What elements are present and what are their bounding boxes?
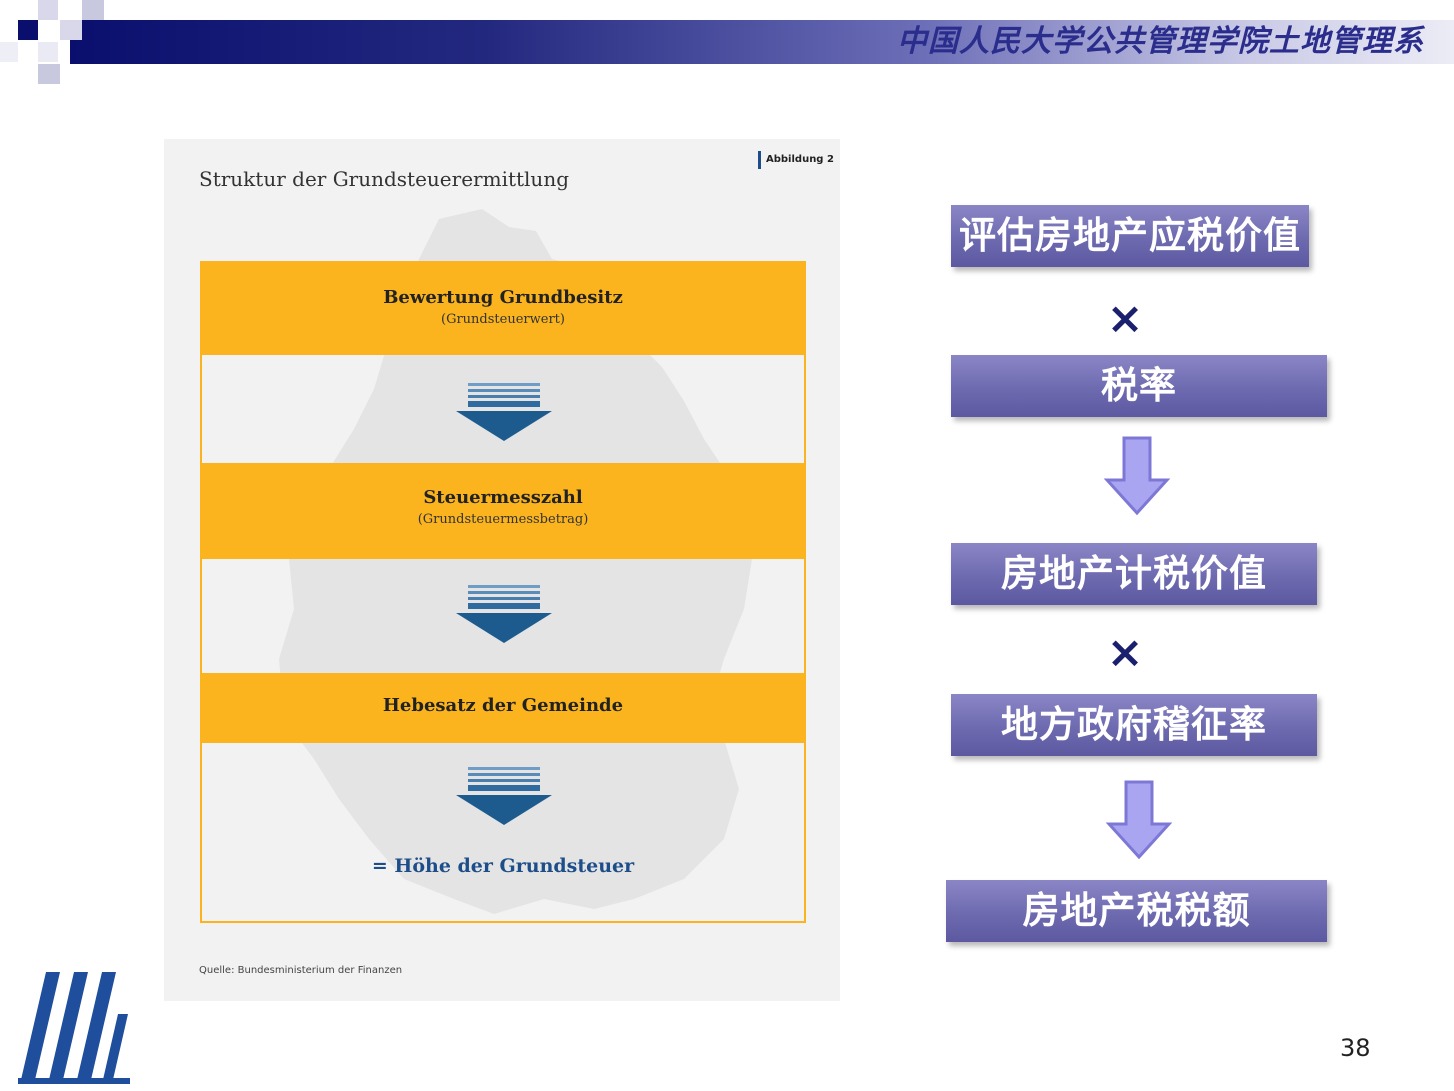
header-bar — [70, 20, 1454, 64]
header-decor-square — [0, 42, 18, 62]
figure-panel: Struktur der Grundsteuerermittlung Abbil… — [164, 139, 840, 1001]
header-decor-square — [38, 0, 58, 20]
header-title: 中国人民大学公共管理学院土地管理系 — [897, 24, 1424, 59]
figure-title: Struktur der Grundsteuerermittlung — [199, 167, 569, 191]
step-box-tax-rate: Steuermesszahl (Grundsteuermessbetrag) — [202, 463, 804, 559]
figure-source: Quelle: Bundesministerium der Finanzen — [199, 965, 403, 976]
down-arrow-icon — [1104, 436, 1170, 516]
header-decor-square — [82, 0, 104, 20]
figure-tag: Abbildung 2 — [758, 151, 834, 169]
step-sublabel: (Grundsteuermessbetrag) — [417, 512, 589, 527]
header-decor-square — [60, 20, 82, 40]
multiply-icon: × — [1106, 293, 1144, 344]
flow-box-taxable-value: 房地产计税价值 — [951, 543, 1317, 605]
step-sublabel: (Grundsteuerwert) — [441, 312, 565, 327]
flow-box-tax-rate: 税率 — [951, 355, 1327, 417]
down-arrow-icon — [456, 383, 552, 441]
multiply-icon: × — [1106, 627, 1144, 678]
step-box-municipal-rate: Hebesatz der Gemeinde — [202, 673, 804, 743]
flow-box-assessed-value: 评估房地产应税价值 — [951, 205, 1309, 267]
step-box-valuation: Bewertung Grundbesitz (Grundsteuerwert) — [202, 263, 804, 355]
step-label: Hebesatz der Gemeinde — [382, 695, 624, 716]
flow-box-tax-amount: 房地产税税额 — [946, 880, 1327, 942]
header-decor-square — [38, 64, 60, 84]
down-arrow-icon — [456, 585, 552, 643]
flow-box-local-rate: 地方政府稽征率 — [951, 694, 1317, 756]
step-label: Bewertung Grundbesitz — [383, 287, 623, 308]
header-decor-square — [38, 42, 58, 62]
university-logo — [18, 972, 130, 1084]
header-decor-square — [18, 20, 38, 40]
down-arrow-icon — [456, 767, 552, 825]
figure-flow-frame: Bewertung Grundbesitz (Grundsteuerwert) … — [200, 261, 806, 923]
step-label: Steuermesszahl — [423, 487, 583, 508]
result-label: = Höhe der Grundsteuer — [371, 855, 635, 877]
down-arrow-icon — [1106, 780, 1172, 860]
page-number: 38 — [1340, 1034, 1371, 1062]
